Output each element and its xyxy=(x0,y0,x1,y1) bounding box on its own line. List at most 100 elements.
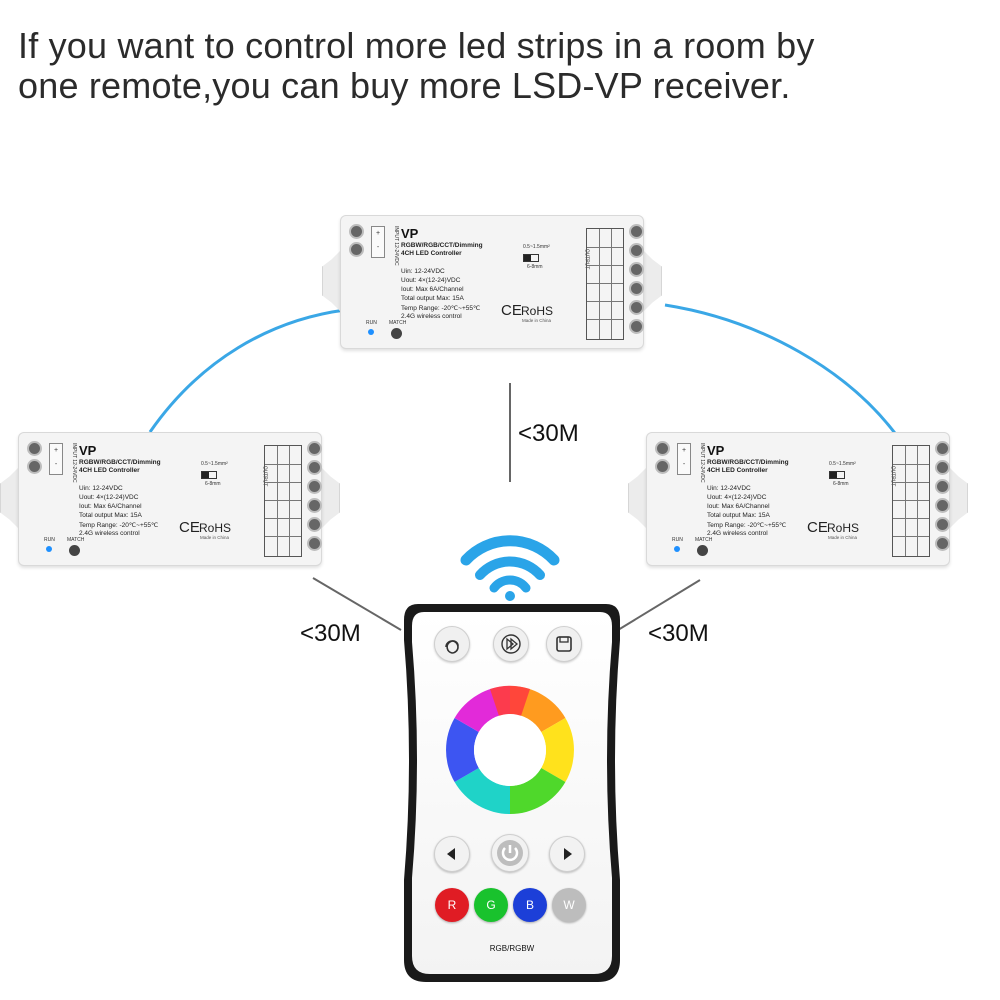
headline-line-1: If you want to control more led strips i… xyxy=(18,25,815,66)
run-led xyxy=(368,329,374,335)
right-arrow-button[interactable] xyxy=(549,836,585,872)
match-label: MATCH xyxy=(695,537,713,543)
controller-name: VP xyxy=(79,443,97,458)
power-button[interactable] xyxy=(491,834,529,872)
red-button[interactable]: R xyxy=(435,888,469,922)
power-icon xyxy=(497,840,523,866)
wire-strip-icon xyxy=(829,471,845,479)
output-terminal xyxy=(629,262,644,277)
strip-length: 6-8mm xyxy=(527,264,543,270)
green-button[interactable]: G xyxy=(474,888,508,922)
run-led xyxy=(46,546,52,552)
spec-line: Uout: 4×(12-24)VDC xyxy=(79,494,139,501)
blue-button[interactable]: B xyxy=(513,888,547,922)
output-terminal xyxy=(935,517,950,532)
output-terminal xyxy=(307,517,322,532)
polarity-label: +- xyxy=(677,443,691,475)
distance-label-vertical: <30M xyxy=(518,420,579,447)
wifi-icon xyxy=(460,535,560,601)
ce-mark: CE xyxy=(179,519,200,536)
rohs-mark: RoHS xyxy=(827,521,860,535)
left-arrow-button[interactable] xyxy=(434,836,470,872)
ce-mark: CE xyxy=(501,302,522,319)
color-wheel xyxy=(446,685,574,814)
output-terminal xyxy=(935,479,950,494)
spec-line: Uout: 4×(12-24)VDC xyxy=(707,494,767,501)
controller-body: +- INPUT 12-24VDC VP RGBW/RGB/CCT/Dimmin… xyxy=(646,432,950,566)
controller-body: +- INPUT 12-24VDC VP RGBW/RGB/CCT/Dimmin… xyxy=(340,215,644,349)
strip-length: 6-8mm xyxy=(833,481,849,487)
wireless-link-left xyxy=(148,308,346,433)
output-terminal xyxy=(629,281,644,296)
controller-left: +- INPUT 12-24VDC VP RGBW/RGB/CCT/Dimmin… xyxy=(0,432,340,566)
output-terminal xyxy=(307,441,322,456)
rohs-mark: RoHS xyxy=(521,304,554,318)
output-terminal xyxy=(307,479,322,494)
spec-line: 2.4G wireless control xyxy=(401,313,462,320)
controller-top: +- INPUT 12-24VDC VP RGBW/RGB/CCT/Dimmin… xyxy=(322,215,662,349)
input-terminal xyxy=(655,459,670,474)
spec-line: Temp Range: -20℃~+55℃ xyxy=(401,305,481,312)
left-arrow-icon xyxy=(447,848,455,860)
output-terminal-table xyxy=(892,445,930,557)
controller-right: +- INPUT 12-24VDC VP RGBW/RGB/CCT/Dimmin… xyxy=(628,432,968,566)
refresh-button[interactable] xyxy=(434,626,470,662)
spec-line: Iout: Max 6A/Channel xyxy=(401,286,464,293)
output-terminal-table xyxy=(586,228,624,340)
strip-length: 6-8mm xyxy=(205,481,221,487)
run-label: RUN xyxy=(366,320,377,326)
controller-name: VP xyxy=(707,443,725,458)
white-button[interactable]: W xyxy=(552,888,586,922)
save-icon xyxy=(556,636,572,652)
input-terminal xyxy=(27,441,42,456)
wireless-link-right xyxy=(664,303,902,441)
output-terminal xyxy=(307,498,322,513)
match-button[interactable] xyxy=(697,545,708,556)
output-terminal xyxy=(629,243,644,258)
input-terminal xyxy=(27,459,42,474)
wire-gauge: 0.5~1.5mm² xyxy=(201,461,228,467)
controller-subtitle-2: 4CH LED Controller xyxy=(707,467,768,474)
match-label: MATCH xyxy=(389,320,407,326)
polarity-label: +- xyxy=(49,443,63,475)
output-terminal xyxy=(629,319,644,334)
wire-strip-icon xyxy=(523,254,539,262)
output-terminal xyxy=(307,536,322,551)
made-in-label: Made in China xyxy=(522,318,552,323)
distance-label-right: <30M xyxy=(648,620,709,647)
spec-line: Total output Max: 15A xyxy=(401,295,464,302)
play-icon xyxy=(501,634,521,654)
spec-line: Temp Range: -20℃~+55℃ xyxy=(79,522,159,529)
remote-control: R G B W RGB/RGBW xyxy=(401,600,623,982)
spec-line: Uin: 12-24VDC xyxy=(79,485,123,492)
output-terminal xyxy=(307,460,322,475)
controller-subtitle: RGBW/RGB/CCT/Dimming xyxy=(401,242,483,249)
wire-strip-icon xyxy=(201,471,217,479)
wire-gauge: 0.5~1.5mm² xyxy=(829,461,856,467)
made-in-label: Made in China xyxy=(828,535,858,540)
ce-mark: CE xyxy=(807,519,828,536)
spec-line: Iout: Max 6A/Channel xyxy=(707,503,770,510)
match-button[interactable] xyxy=(391,328,402,339)
controller-subtitle-2: 4CH LED Controller xyxy=(401,250,462,257)
spec-line: Total output Max: 15A xyxy=(79,512,142,519)
output-terminal xyxy=(935,536,950,551)
spec-line: 2.4G wireless control xyxy=(707,530,768,537)
distance-line-right xyxy=(617,579,701,631)
input-label: INPUT 12-24VDC xyxy=(71,443,77,483)
output-terminal xyxy=(935,498,950,513)
mode-button[interactable] xyxy=(493,626,529,662)
spec-line: Uout: 4×(12-24)VDC xyxy=(401,277,461,284)
controller-subtitle-2: 4CH LED Controller xyxy=(79,467,140,474)
spec-line: 2.4G wireless control xyxy=(79,530,140,537)
input-terminal xyxy=(349,224,364,239)
polarity-label: +- xyxy=(371,226,385,258)
save-button[interactable] xyxy=(546,626,582,662)
match-button[interactable] xyxy=(69,545,80,556)
wire-gauge: 0.5~1.5mm² xyxy=(523,244,550,250)
spec-line: Uin: 12-24VDC xyxy=(707,485,751,492)
headline: If you want to control more led strips i… xyxy=(18,26,978,106)
output-terminal xyxy=(629,300,644,315)
run-label: RUN xyxy=(44,537,55,543)
